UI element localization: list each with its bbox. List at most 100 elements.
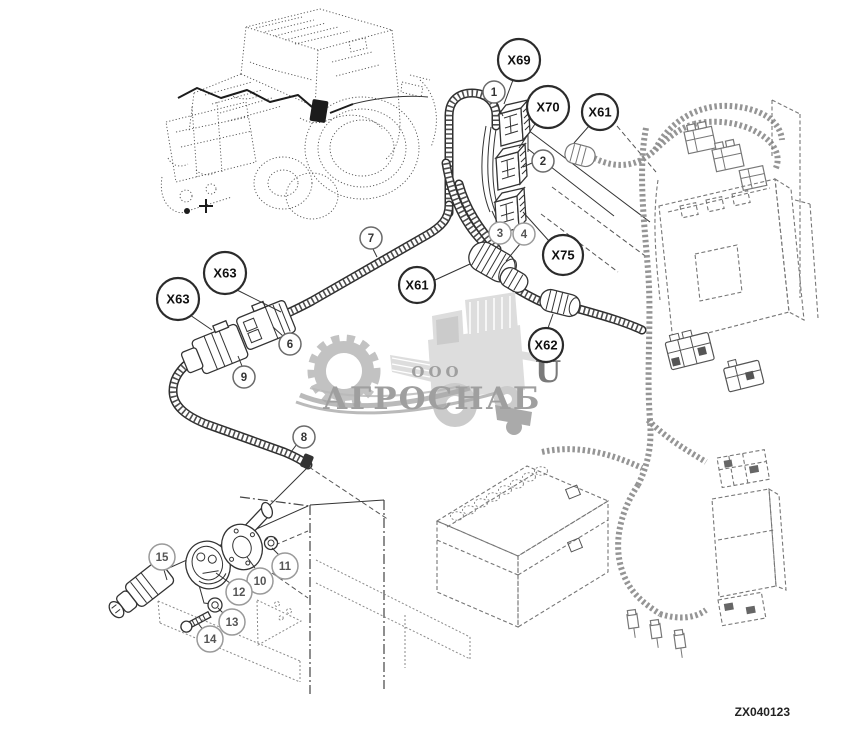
- callout-x75-7: X75: [522, 211, 585, 277]
- ecu-module-upper: [658, 177, 819, 343]
- watermark-company: АГРОСНАБ: [323, 381, 542, 417]
- callout-x63-12: X63: [155, 276, 213, 331]
- callout-label: X61: [405, 278, 428, 293]
- callout-x70-2: X70: [518, 84, 571, 149]
- callout-leader: [547, 313, 554, 329]
- switch-assembly: [108, 466, 309, 633]
- callout-label: X61: [588, 105, 611, 120]
- callout-leader: [189, 314, 213, 331]
- part-14-bolt: [180, 610, 212, 633]
- callout-11-17: 11: [271, 547, 299, 580]
- callout-leader: [495, 102, 504, 117]
- callout-leader: [518, 123, 536, 149]
- harness-route-highlight: [177, 87, 429, 214]
- tube-end-cap: [300, 453, 314, 470]
- harness-plug: [673, 628, 687, 658]
- round-connector-x62: [539, 288, 581, 318]
- callout-label: X62: [534, 338, 557, 353]
- callout-8-15: 8: [290, 425, 316, 453]
- callout-leader: [573, 125, 590, 144]
- callout-x61-8: X61: [397, 263, 471, 305]
- right-harness: [541, 99, 801, 658]
- callout-leader: [505, 243, 521, 262]
- part-12-switch-body: [185, 540, 231, 590]
- round-connector-x61-top: [564, 142, 596, 168]
- callout-x61-3: X61: [573, 92, 620, 144]
- ecu-connector: [664, 329, 715, 371]
- ecu-connector: [723, 358, 765, 393]
- harness-connector-block: [309, 99, 329, 123]
- callout-12-19: 12: [215, 572, 253, 606]
- callout-1-1: 1: [482, 80, 506, 117]
- callout-circle: [292, 425, 316, 449]
- callout-circle: [225, 578, 253, 606]
- callout-7-10: 7: [359, 226, 383, 258]
- callout-circle: [202, 250, 248, 296]
- relay-connector-2: [495, 143, 528, 191]
- callout-circle: [512, 222, 536, 246]
- callout-label: X70: [536, 100, 559, 115]
- callout-label: 7: [368, 233, 374, 245]
- x63-plug: [180, 319, 249, 375]
- callout-leader: [215, 572, 231, 584]
- part-15-plug: [108, 560, 175, 619]
- callout-x69-0: X69: [496, 37, 542, 105]
- callout-leader: [271, 547, 280, 556]
- arc-connector: [738, 165, 768, 191]
- callout-label: 10: [254, 576, 267, 588]
- callout-label: 8: [301, 432, 308, 444]
- tractor-sketch: [160, 8, 437, 220]
- arc-connector: [683, 120, 717, 155]
- callout-circle: [232, 365, 256, 389]
- round-connector-small: [499, 266, 529, 294]
- callout-label: 12: [233, 587, 246, 599]
- callout-label: 2: [540, 156, 546, 168]
- callout-leader: [237, 355, 243, 367]
- callout-label: 4: [521, 229, 528, 241]
- callout-circle: [525, 84, 571, 130]
- callout-leader: [372, 248, 378, 258]
- callout-label: 3: [497, 228, 503, 240]
- callout-leader: [522, 211, 550, 242]
- callout-label: X63: [213, 266, 236, 281]
- callout-circle: [271, 552, 299, 580]
- callout-label: 6: [287, 339, 293, 351]
- callout-label: 13: [226, 617, 239, 629]
- callout-leader: [246, 556, 256, 569]
- callout-14-21: 14: [196, 622, 224, 653]
- callout-10-18: 10: [246, 556, 274, 595]
- watermark: ООО АГРОСНАБ U: [295, 292, 561, 435]
- battery-box: [435, 465, 610, 628]
- callout-leader: [503, 79, 514, 105]
- callout-label: X69: [507, 53, 530, 68]
- callout-circle: [580, 92, 620, 132]
- callout-circle: [531, 149, 555, 173]
- callout-circle: [488, 221, 512, 245]
- callout-circle: [218, 608, 246, 636]
- ecu-module-lower: [711, 449, 787, 627]
- callout-circle: [541, 233, 585, 277]
- callout-x62-9: X62: [527, 313, 565, 364]
- callout-label: 1: [491, 87, 498, 99]
- callout-leader: [434, 263, 471, 281]
- swoosh: [295, 385, 501, 415]
- callout-leader: [236, 289, 282, 313]
- part-10-flange: [220, 501, 274, 571]
- callout-circle: [482, 80, 506, 104]
- part-11-nut: [263, 535, 279, 551]
- callout-leader: [491, 210, 498, 223]
- callout-circle: [155, 276, 201, 322]
- callout-label: X63: [166, 292, 189, 307]
- callout-2-4: 2: [522, 149, 555, 173]
- callout-circle: [148, 543, 176, 571]
- watermark-org-form: ООО: [411, 363, 462, 381]
- callout-3-5: 3: [488, 210, 512, 245]
- harness-plug: [626, 608, 640, 638]
- callout-label: 11: [279, 561, 292, 573]
- callout-label: X75: [551, 248, 574, 263]
- callout-label: 14: [204, 634, 217, 646]
- callout-4-6: 4: [505, 222, 536, 262]
